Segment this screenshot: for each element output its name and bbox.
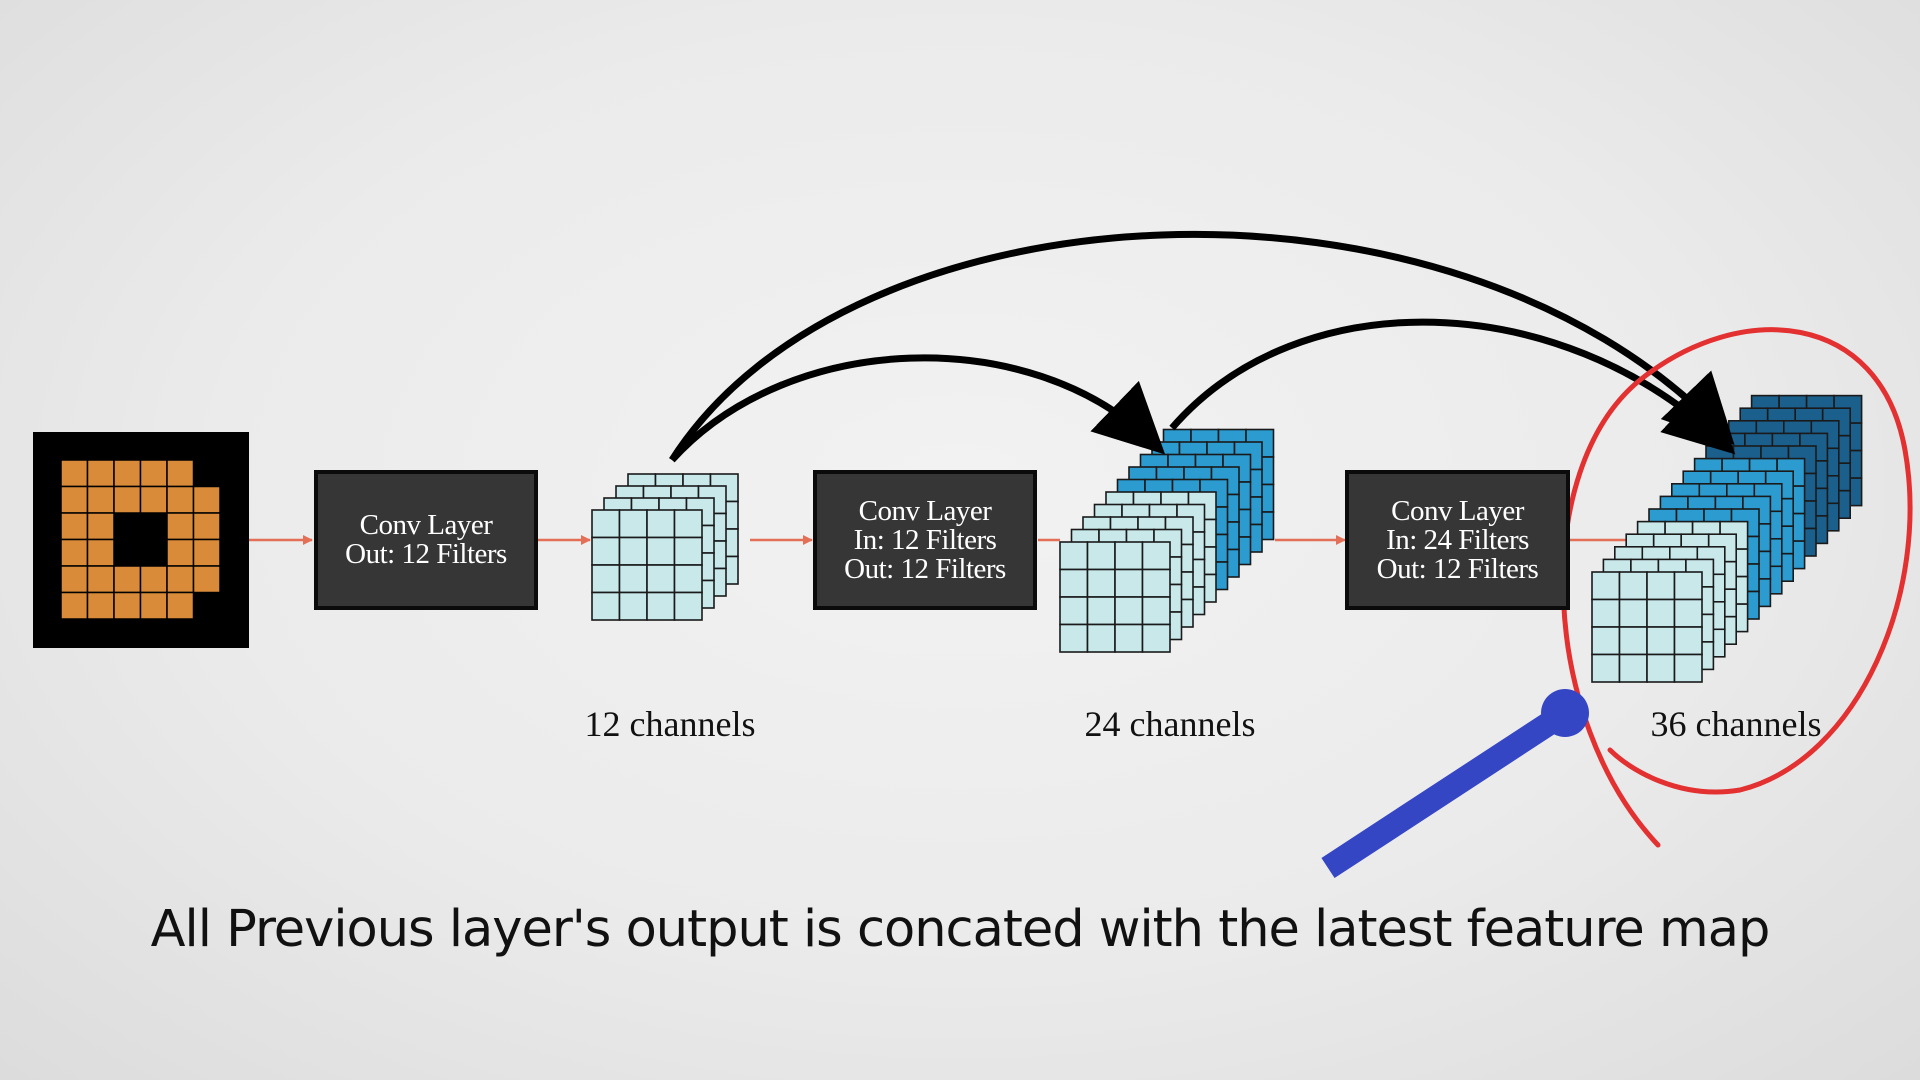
conv-layer-2-in: In: 12 Filters [853,523,997,556]
input-pixel [60,459,89,488]
input-pixel [139,459,168,488]
input-pixel [60,485,89,514]
conv-layer-3: Conv Layer In: 24 Filters Out: 12 Filter… [1345,470,1570,610]
input-pixel [139,565,168,594]
input-pixel [86,591,115,620]
conv-layer-3-out: Out: 12 Filters [1376,552,1539,585]
feature-stack-24-channels [1059,428,1275,653]
conv-layer-1-out: Out: 12 Filters [345,538,507,570]
input-pixel [139,485,168,514]
feature-map-sheet [1059,541,1171,653]
input-pixel [166,459,195,488]
input-pixel [166,485,195,514]
input-pixel [86,538,115,567]
conv-layer-3-title: Conv Layer [1391,494,1524,527]
feature-stack-12-channels [591,473,739,621]
input-pixel [166,565,195,594]
conv-layer-2-out: Out: 12 Filters [844,552,1006,585]
input-pixel [113,591,142,620]
input-pixel [86,565,115,594]
input-pixel [86,485,115,514]
input-pixel [60,591,89,620]
channel-label-12: 12 channels [584,704,756,744]
skip-arrow-stack2-to-stack3 [1169,318,1736,455]
input-pixel [60,538,89,567]
input-pixel [113,485,142,514]
skip-arrow-stack1-to-stack2 [669,354,1166,463]
conv-layer-3-in: In: 24 Filters [1386,523,1529,556]
input-pixel [192,512,221,541]
input-pixel [86,459,115,488]
feature-map-sheet [591,509,703,621]
channel-label-24: 24 channels [1084,704,1256,744]
input-pixel [139,591,168,620]
skip-arrow-stack1-to-stack3 [669,231,1735,462]
conv-layer-2: Conv Layer In: 12 Filters Out: 12 Filter… [813,470,1037,610]
pointer-stick [1321,689,1589,879]
feature-map-sheet [1591,571,1703,683]
input-pixel [60,565,89,594]
input-pixel [166,538,195,567]
input-pixel [86,512,115,541]
input-pixel [113,459,142,488]
input-pixel [192,565,221,594]
input-image [33,432,249,648]
conv-layer-2-title: Conv Layer [858,494,992,527]
input-pixel [192,538,221,567]
caption: All Previous layer's output is concated … [150,900,1771,959]
input-pixel [60,512,89,541]
input-pixel [113,565,142,594]
input-pixel [192,485,221,514]
conv-layer-1: Conv Layer Out: 12 Filters [314,470,538,610]
channel-label-36: 36 channels [1650,704,1822,744]
conv-layer-1-title: Conv Layer [359,509,493,541]
input-pixel [166,512,195,541]
skip-connections [669,231,1736,463]
input-pixel [166,591,195,620]
feature-stack-36-channels [1591,394,1863,683]
